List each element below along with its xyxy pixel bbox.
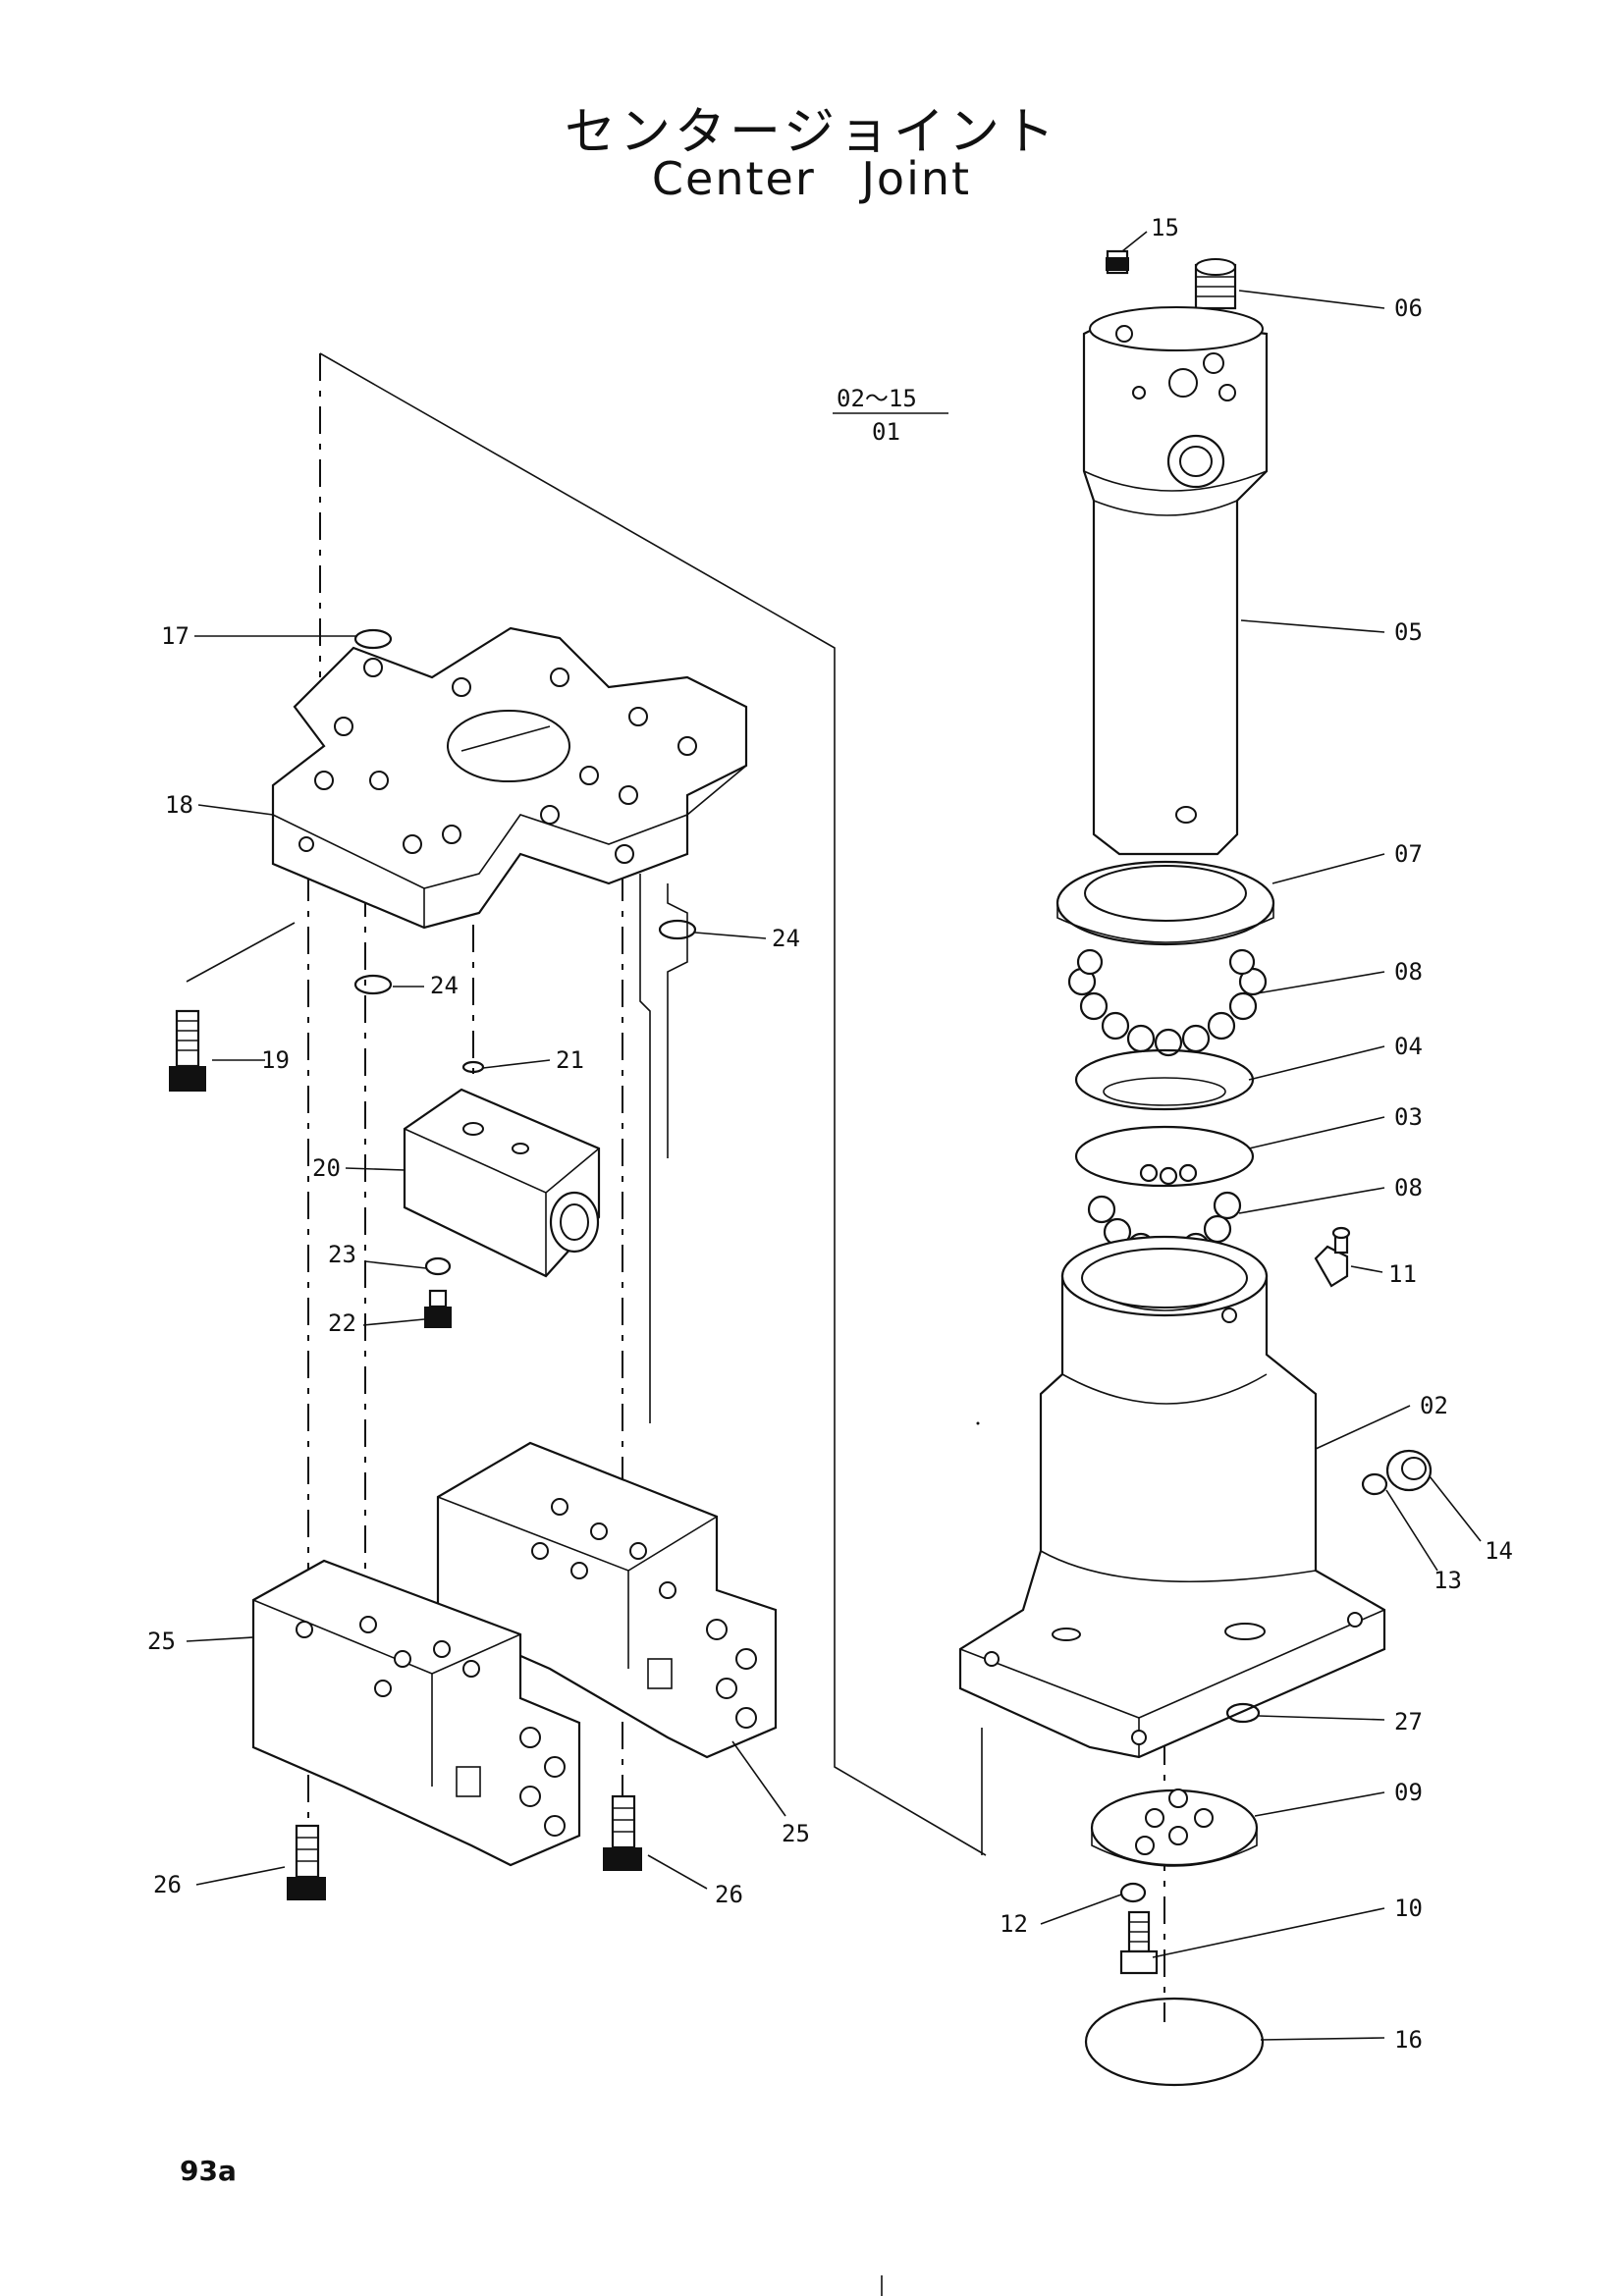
part-03-ring — [1074, 1125, 1255, 1188]
callout-06: 06 — [1394, 294, 1423, 322]
callout-22: 22 — [328, 1309, 356, 1337]
callout-12: 12 — [1000, 1910, 1028, 1938]
part-07-seal — [1055, 860, 1275, 946]
callout-11: 11 — [1388, 1260, 1417, 1288]
callout-25-left: 25 — [147, 1628, 176, 1655]
callout-24-left: 24 — [430, 972, 459, 999]
callout-08-lower: 08 — [1394, 1174, 1423, 1201]
part-23-washer — [424, 1256, 452, 1276]
applicability-numerator: 02〜15 — [837, 385, 917, 412]
callout-07: 07 — [1394, 840, 1423, 868]
callout-numbers: 15 06 05 07 08 04 03 08 11 02 14 13 27 0… — [147, 214, 1513, 2054]
callout-23: 23 — [328, 1241, 356, 1268]
callout-10: 10 — [1394, 1895, 1423, 1922]
part-08-balls-upper — [1067, 948, 1268, 1057]
part-24-o-ring-right — [658, 919, 697, 940]
part-11-grease-fitting — [1314, 1226, 1351, 1288]
applicability-denominator: 01 — [872, 418, 900, 446]
callout-04: 04 — [1394, 1033, 1423, 1060]
part-20-block — [403, 1088, 601, 1278]
callout-26-right: 26 — [715, 1881, 743, 1908]
callout-15: 15 — [1151, 214, 1179, 241]
part-27-o-ring — [1225, 1702, 1261, 1724]
callout-20: 20 — [312, 1154, 341, 1182]
callout-19: 19 — [261, 1046, 290, 1074]
part-24-o-ring-left — [353, 974, 393, 995]
callout-18: 18 — [165, 791, 193, 819]
part-17-o-ring — [353, 628, 393, 650]
part-18-plate — [271, 626, 748, 930]
part-15-plug — [1106, 249, 1129, 275]
title-english: Center Joint — [651, 152, 972, 205]
callout-05: 05 — [1394, 618, 1423, 646]
callout-25-right: 25 — [782, 1820, 810, 1847]
part-06-fitting — [1194, 258, 1237, 310]
applicability-fraction: 02〜15 01 — [833, 385, 948, 446]
part-10-bolt — [1119, 1910, 1159, 1975]
callout-26-left: 26 — [153, 1871, 182, 1898]
part-16-o-ring — [1084, 1997, 1265, 2087]
callout-16: 16 — [1394, 2026, 1423, 2054]
callout-27: 27 — [1394, 1708, 1423, 1735]
scan-marks — [881, 1421, 980, 2296]
part-04-ring — [1074, 1048, 1255, 1111]
callout-17: 17 — [161, 622, 189, 650]
page-number: 93a — [180, 2155, 237, 2187]
callout-03: 03 — [1394, 1103, 1423, 1131]
callout-21: 21 — [556, 1046, 584, 1074]
callout-02: 02 — [1420, 1392, 1448, 1419]
title-japanese: センタージョイント — [565, 103, 1058, 162]
part-22-plug — [424, 1289, 452, 1328]
leader-lines — [186, 231, 1482, 2041]
callout-24-right: 24 — [772, 925, 800, 952]
part-19-bolt — [169, 1009, 206, 1092]
part-05-shaft — [1082, 306, 1269, 856]
callout-08-upper: 08 — [1394, 958, 1423, 986]
part-14-plug — [1385, 1449, 1433, 1492]
part-21-o-ring — [461, 1060, 485, 1074]
part-26-bolt-left — [287, 1824, 326, 1900]
part-26-bolt-right — [603, 1794, 642, 1871]
part-02-body — [958, 1235, 1386, 1759]
part-09-cover — [1090, 1789, 1259, 1867]
callout-13: 13 — [1434, 1567, 1462, 1594]
callout-14: 14 — [1485, 1537, 1513, 1565]
callout-09: 09 — [1394, 1779, 1423, 1806]
part-12-washer — [1119, 1882, 1147, 1903]
part-25-valve-front — [251, 1559, 581, 1867]
part-13-o-ring — [1361, 1472, 1388, 1496]
part-25-valve-rear — [436, 1441, 778, 1759]
